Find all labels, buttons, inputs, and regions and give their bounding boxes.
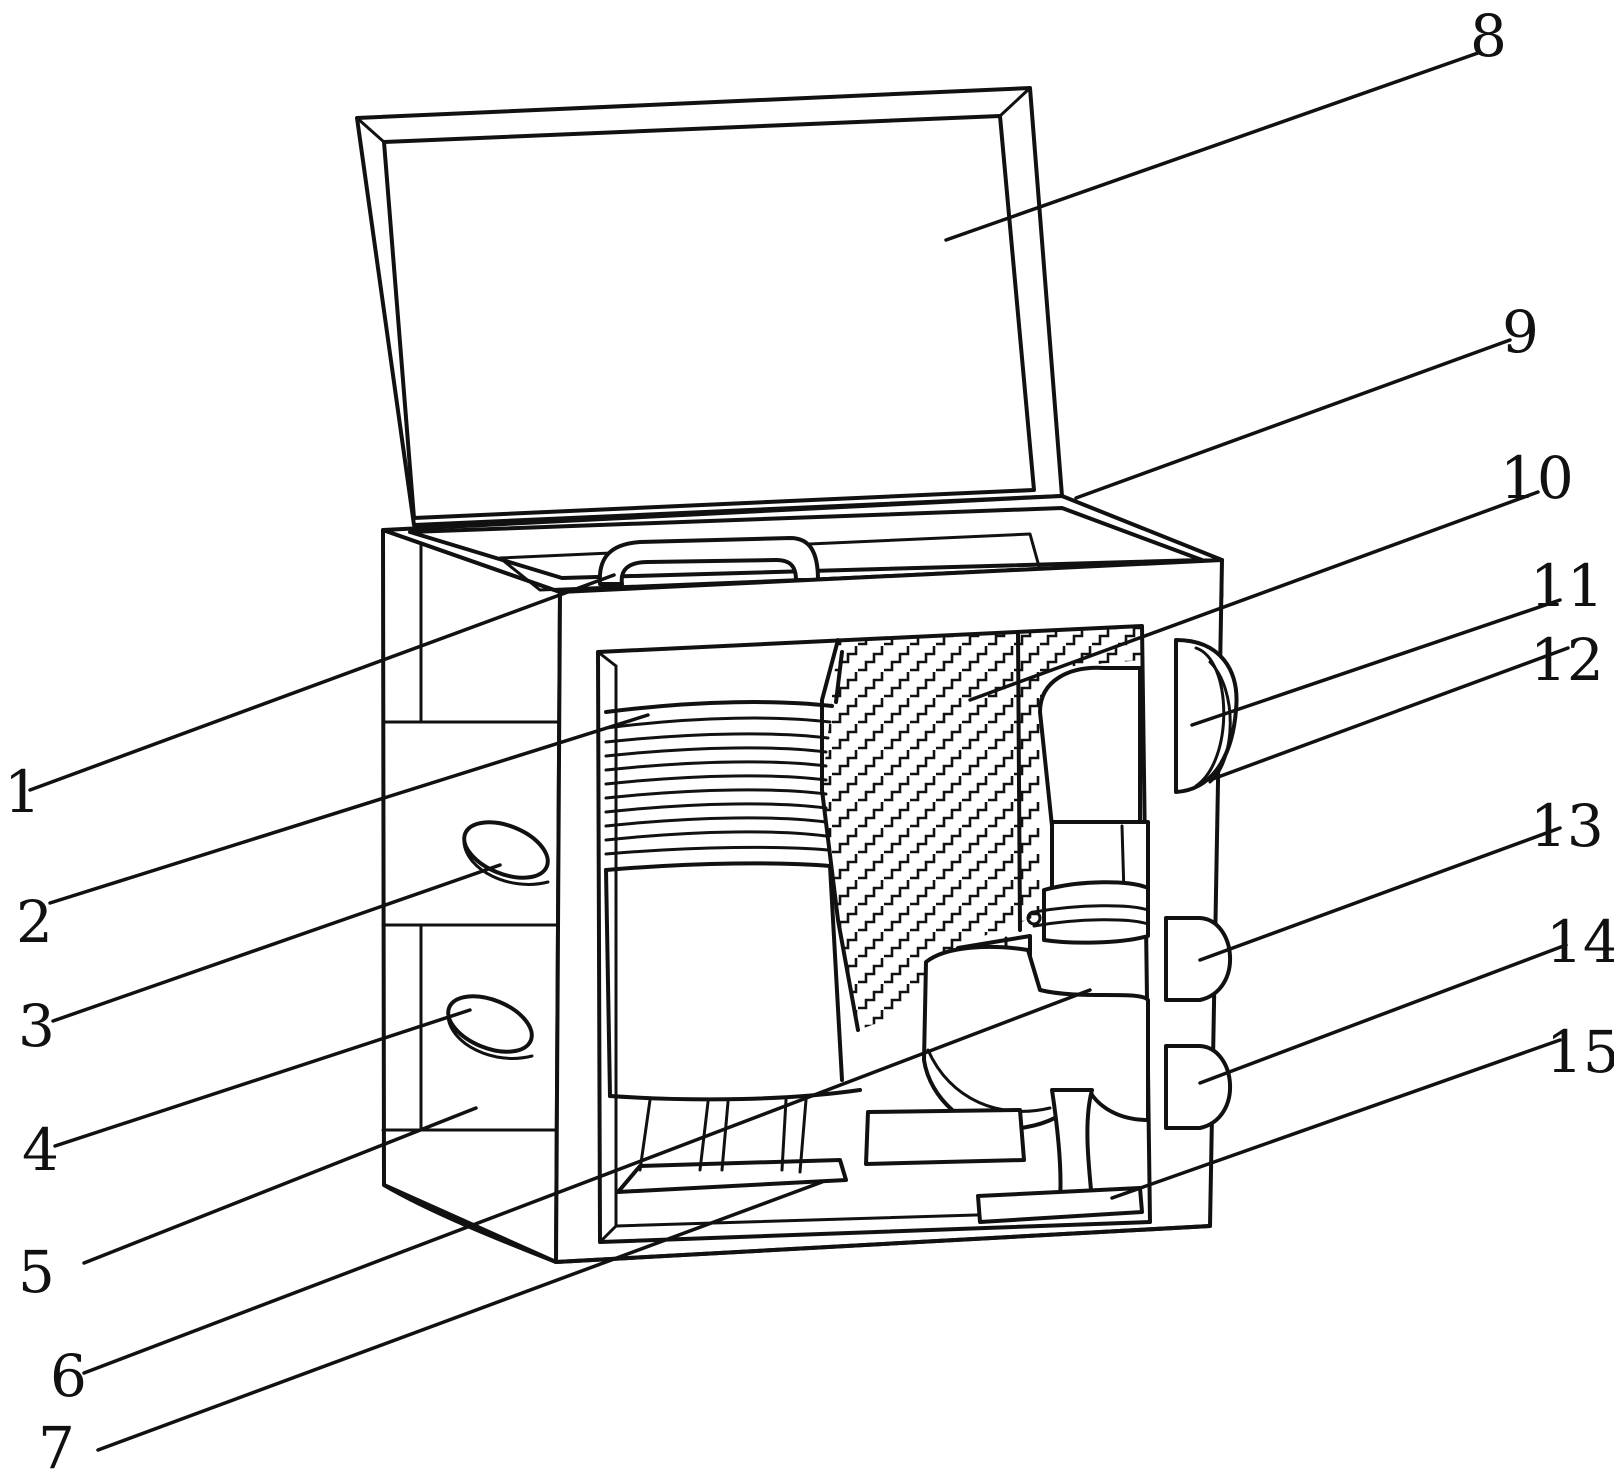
label-2: 2: [16, 888, 53, 956]
label-11: 11: [1530, 552, 1604, 620]
label-3: 3: [18, 992, 55, 1060]
label-5: 5: [18, 1238, 55, 1306]
pump-assembly: [864, 665, 1150, 1224]
lid: [355, 86, 1064, 527]
label-9: 9: [1502, 298, 1539, 366]
label-13: 13: [1530, 792, 1604, 860]
left-ports: [446, 820, 550, 1060]
label-6: 6: [50, 1342, 87, 1410]
reference-numerals: 1 2 3 4 5 6 7 8 9 10 11 12 13 14 15: [4, 2, 1614, 1471]
label-8: 8: [1470, 2, 1507, 70]
coil-container: [604, 650, 862, 1194]
label-7: 7: [38, 1414, 75, 1471]
label-1: 1: [4, 758, 41, 826]
label-14: 14: [1546, 908, 1614, 976]
label-15: 15: [1546, 1018, 1614, 1086]
label-4: 4: [22, 1116, 59, 1184]
base: [382, 1183, 1212, 1264]
leader-lines: [28, 51, 1570, 1452]
label-12: 12: [1530, 626, 1604, 694]
label-10: 10: [1500, 444, 1574, 512]
